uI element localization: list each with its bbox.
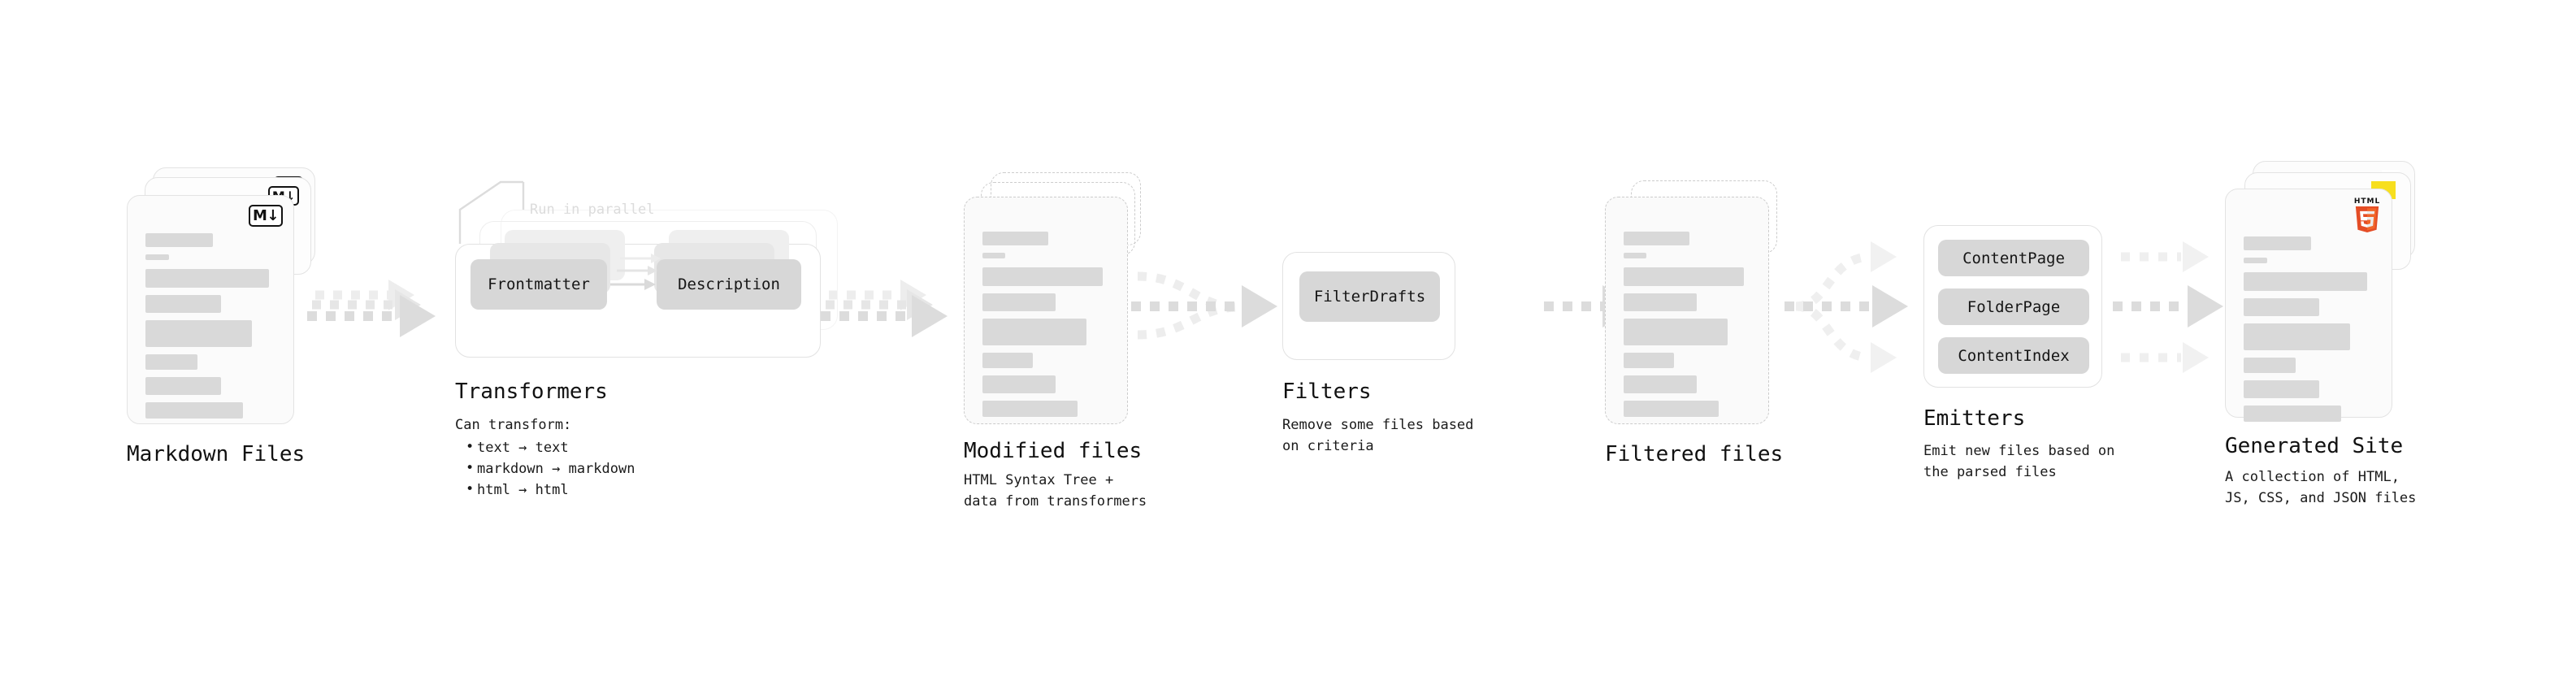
filtered-card-front [1605,197,1769,424]
arrow-modified-to-filters [1131,271,1277,340]
transformers-bullet-1: markdown → markdown [466,458,635,479]
markdown-placeholder-lines [145,233,275,426]
transformer-inner-arrows [610,254,661,290]
modified-files-desc-line-2: data from transformers [964,493,1147,510]
arrow-filtered-to-emitters [1785,241,1908,373]
modified-card-front [964,197,1128,424]
modified-files-desc-line-1: HTML Syntax Tree + [964,472,1114,488]
emitters-desc-line-1: Emit new files based on [1923,443,2115,459]
site-placeholder-lines [2244,236,2374,429]
html5-badge-label: HTML [2353,197,2381,206]
arrow-emitters-to-site [2113,241,2223,373]
modified-placeholder-lines [982,232,1109,424]
site-card-front: HTML [2225,189,2392,422]
markdown-files-title: Markdown Files [127,442,306,466]
transformers-bullet-0: text → text [466,436,635,458]
emitter-chip-folderpage[interactable]: FolderPage [1938,288,2089,325]
generated-site-desc-line-2: JS, CSS, and JSON files [2225,490,2417,506]
generated-site-desc-line-1: A collection of HTML, [2225,469,2400,485]
transformer-chip-description[interactable]: Description [657,259,801,310]
run-in-parallel-bracket [458,180,525,244]
transformers-bullet-2: html → html [466,479,635,501]
emitters-desc-line-2: the parsed files [1923,464,2057,480]
filter-chip-filterdrafts[interactable]: FilterDrafts [1299,271,1440,322]
generated-site-title: Generated Site [2225,434,2404,458]
filters-desc-line-1: Remove some files based [1282,417,1474,433]
markdown-badge: M↓ [249,205,283,227]
filtered-placeholder-lines [1624,232,1750,424]
arrow-transformers-to-modified [821,280,948,337]
filtered-files-title: Filtered files [1605,442,1784,466]
run-in-parallel-label: Run in parallel [530,202,655,218]
markdown-card-front: M↓ [127,195,294,424]
arrow-markdown-to-transformers [307,280,436,337]
html5-shield-icon [2355,206,2379,232]
transformers-group: Frontmatter Description [455,230,821,358]
arrow-filters-to-filtered [1544,285,1638,327]
emitters-group: ContentPage FolderPage ContentIndex [1923,225,2102,388]
emitter-chip-contentpage[interactable]: ContentPage [1938,240,2089,276]
transformers-bullets: Can transform: text → text markdown → ma… [455,414,635,501]
emitter-chip-contentindex[interactable]: ContentIndex [1938,337,2089,374]
transformers-title: Transformers [455,380,608,404]
filters-group: FilterDrafts [1282,252,1455,360]
filters-title: Filters [1282,380,1372,404]
modified-files-title: Modified files [964,439,1143,463]
html5-badge: HTML [2353,197,2382,235]
filters-desc-line-2: on criteria [1282,438,1374,454]
emitters-title: Emitters [1923,406,2026,431]
transformers-bullets-heading: Can transform: [455,417,572,433]
transformer-chip-frontmatter[interactable]: Frontmatter [471,259,607,310]
